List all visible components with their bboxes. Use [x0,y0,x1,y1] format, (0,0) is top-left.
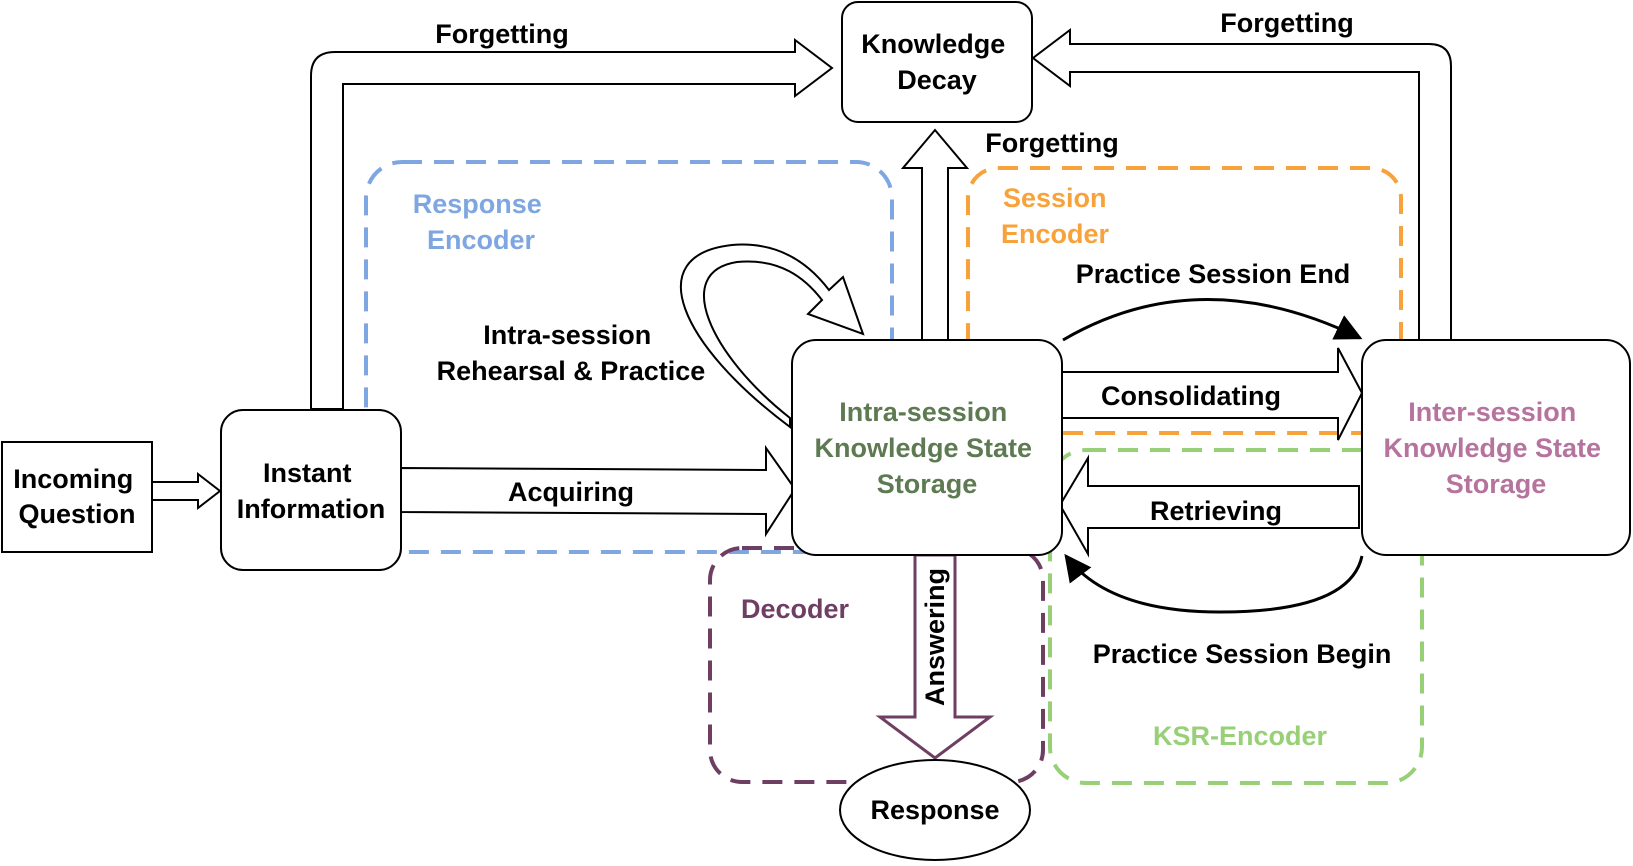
answering-arrow [875,553,995,760]
practice-session-end-arrow [1062,298,1363,342]
acquiring-label: Acquiring [508,477,634,507]
practice-session-begin-arrow [1064,553,1364,614]
forgetting-up-arrow [900,128,970,341]
consolidating-arrow [1059,347,1364,441]
inter-session-storage-node [1361,339,1631,556]
knowledge-decay-node [841,1,1033,123]
practice-session-end-label: Practice Session End [1076,259,1351,289]
response-label: Response [870,795,999,825]
session-encoder-label: Session Encoder [1001,183,1114,249]
intra-session-storage-label: Intra-session Knowledge State Storage [814,397,1039,499]
decoder-label: Decoder [741,594,850,624]
consolidating-label: Consolidating [1101,381,1281,411]
ksr-encoder-label: KSR-Encoder [1153,721,1328,751]
response-encoder-label: Response Encoder [413,189,550,255]
forgetting-up-label: Forgetting [985,128,1118,158]
rehearsal-loop-arrow [679,243,865,429]
forgetting-right-label: Forgetting [1220,8,1353,38]
forgetting-left-label: Forgetting [435,19,568,49]
forgetting-right-arrow [1031,27,1452,341]
retrieving-arrow [1058,454,1360,558]
inter-session-storage-label: Inter-session Knowledge State Storage [1383,397,1608,499]
practice-session-begin-label: Practice Session Begin [1093,639,1392,669]
instant-information-node [220,409,402,571]
instant-information-label: Instant Information [237,458,386,524]
decoder-region [708,546,1045,784]
question-to-information-arrow [151,471,222,511]
incoming-question-node [1,441,153,553]
response-node [839,759,1031,861]
rehearsal-label: Intra-session Rehearsal & Practice [437,320,706,386]
response-encoder-region [364,160,894,554]
ksr-encoder-region [1048,448,1424,785]
forgetting-left-arrow [310,37,834,410]
acquiring-arrow [399,444,797,538]
retrieving-label: Retrieving [1150,496,1282,526]
answering-label: Answering [920,568,950,706]
intra-session-storage-node [791,339,1063,556]
session-encoder-region [966,166,1403,435]
incoming-question-label: Incoming Question [13,464,141,529]
knowledge-decay-label: Knowledge Decay [861,29,1013,95]
